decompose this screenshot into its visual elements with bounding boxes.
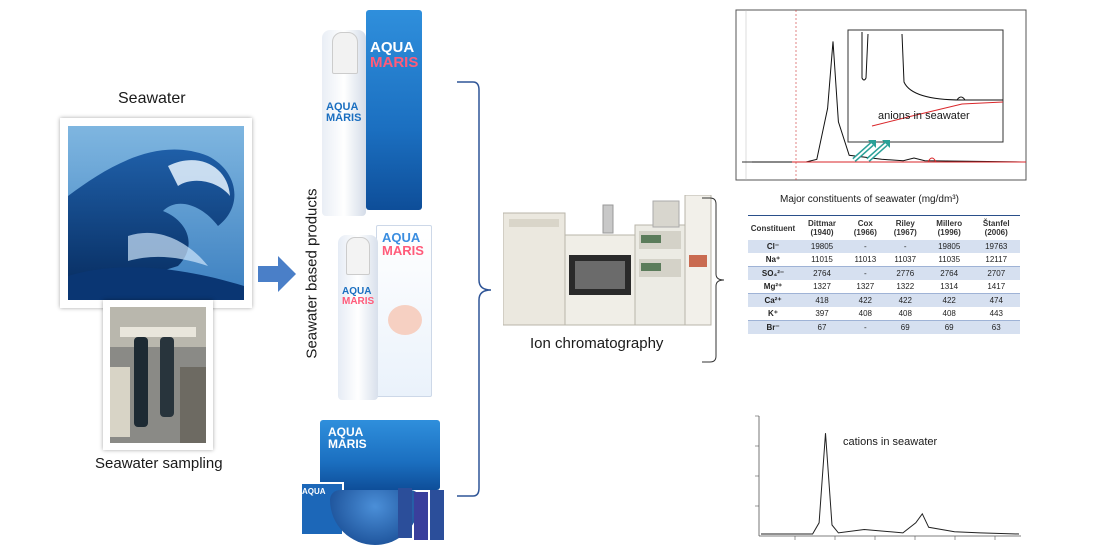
header-riley: Riley (1967) [893,219,917,237]
seawater-sampling-label: Seawater sampling [95,455,223,472]
anions-label: anions in seawater [878,110,970,122]
header-constituent: Constituent [750,223,796,233]
products-label: Seawater based products [303,188,321,359]
anion-chart-svg: 0 [735,9,1027,189]
cations-label: cations in seawater [843,436,938,448]
header-stanfel: Štanfel (2006) [982,219,1010,237]
results-bracket [702,197,725,363]
header-cox: Cox (1966) [853,219,877,237]
anion-chart: 0 anions in seawater [732,8,1030,189]
arrow-right-icon [258,256,296,292]
constituents-table: Constituent Dittmar (1940) Cox (1966) Ri… [748,215,1020,334]
sampling-image [110,307,206,443]
header-dittmar: Dittmar (1940) [807,219,836,237]
header-millero: Millero (1996) [936,219,963,237]
table-row: Cl⁻ 19805- -19805 19763 [748,240,1020,253]
products-bracket [457,81,492,497]
ion-chromatograph [502,194,713,330]
wave-photo [60,118,252,308]
sampling-photo [103,300,213,450]
cation-chart-svg [755,415,1021,540]
wave-image [68,126,244,300]
table-title: Major constituents of seawater (mg/dm³) [780,194,959,205]
seawater-label: Seawater [118,90,186,107]
cation-chart: cations in seawater [735,412,1025,552]
ion-chromatography-label: Ion chromatography [530,335,664,352]
